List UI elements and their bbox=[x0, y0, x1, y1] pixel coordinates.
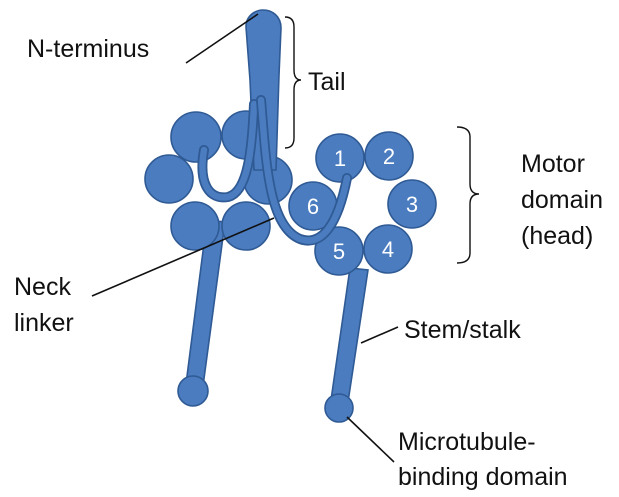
motor-domain-label-line1: Motor bbox=[521, 150, 585, 178]
motor-domain-brace bbox=[457, 127, 479, 263]
neck-linker-label-line1: Neck bbox=[14, 273, 71, 301]
left-head-subdomain bbox=[171, 112, 221, 162]
left-head-subdomain bbox=[171, 202, 219, 250]
left-head-subdomain bbox=[145, 155, 193, 203]
subdomain-label-5: 5 bbox=[333, 239, 345, 264]
subdomain-label-4: 4 bbox=[382, 237, 394, 262]
tail-brace bbox=[285, 17, 301, 148]
motor-domain-label-line3: (head) bbox=[521, 222, 593, 250]
right-stem bbox=[331, 268, 368, 402]
left-microtubule-binding-domain bbox=[178, 376, 208, 406]
right-motor-head: 1 2 3 4 5 6 bbox=[289, 132, 436, 275]
stem-label: Stem/stalk bbox=[404, 316, 521, 344]
stem-leader bbox=[361, 327, 398, 343]
subdomain-label-3: 3 bbox=[406, 192, 418, 217]
subdomain-label-2: 2 bbox=[383, 144, 395, 169]
subdomain-label-6: 6 bbox=[307, 194, 319, 219]
microtubule-binding-leader bbox=[347, 417, 394, 462]
microtubule-binding-label-line2: binding domain bbox=[398, 463, 568, 491]
left-head-subdomain bbox=[222, 202, 270, 250]
subdomain-label-1: 1 bbox=[334, 146, 346, 171]
motor-domain-label-line2: domain bbox=[521, 186, 603, 214]
neck-linker-label-line2: linker bbox=[14, 309, 74, 337]
microtubule-binding-label-line1: Microtubule- bbox=[398, 428, 536, 456]
n-terminus-label: N-terminus bbox=[27, 35, 149, 63]
tail-label: Tail bbox=[308, 68, 346, 96]
